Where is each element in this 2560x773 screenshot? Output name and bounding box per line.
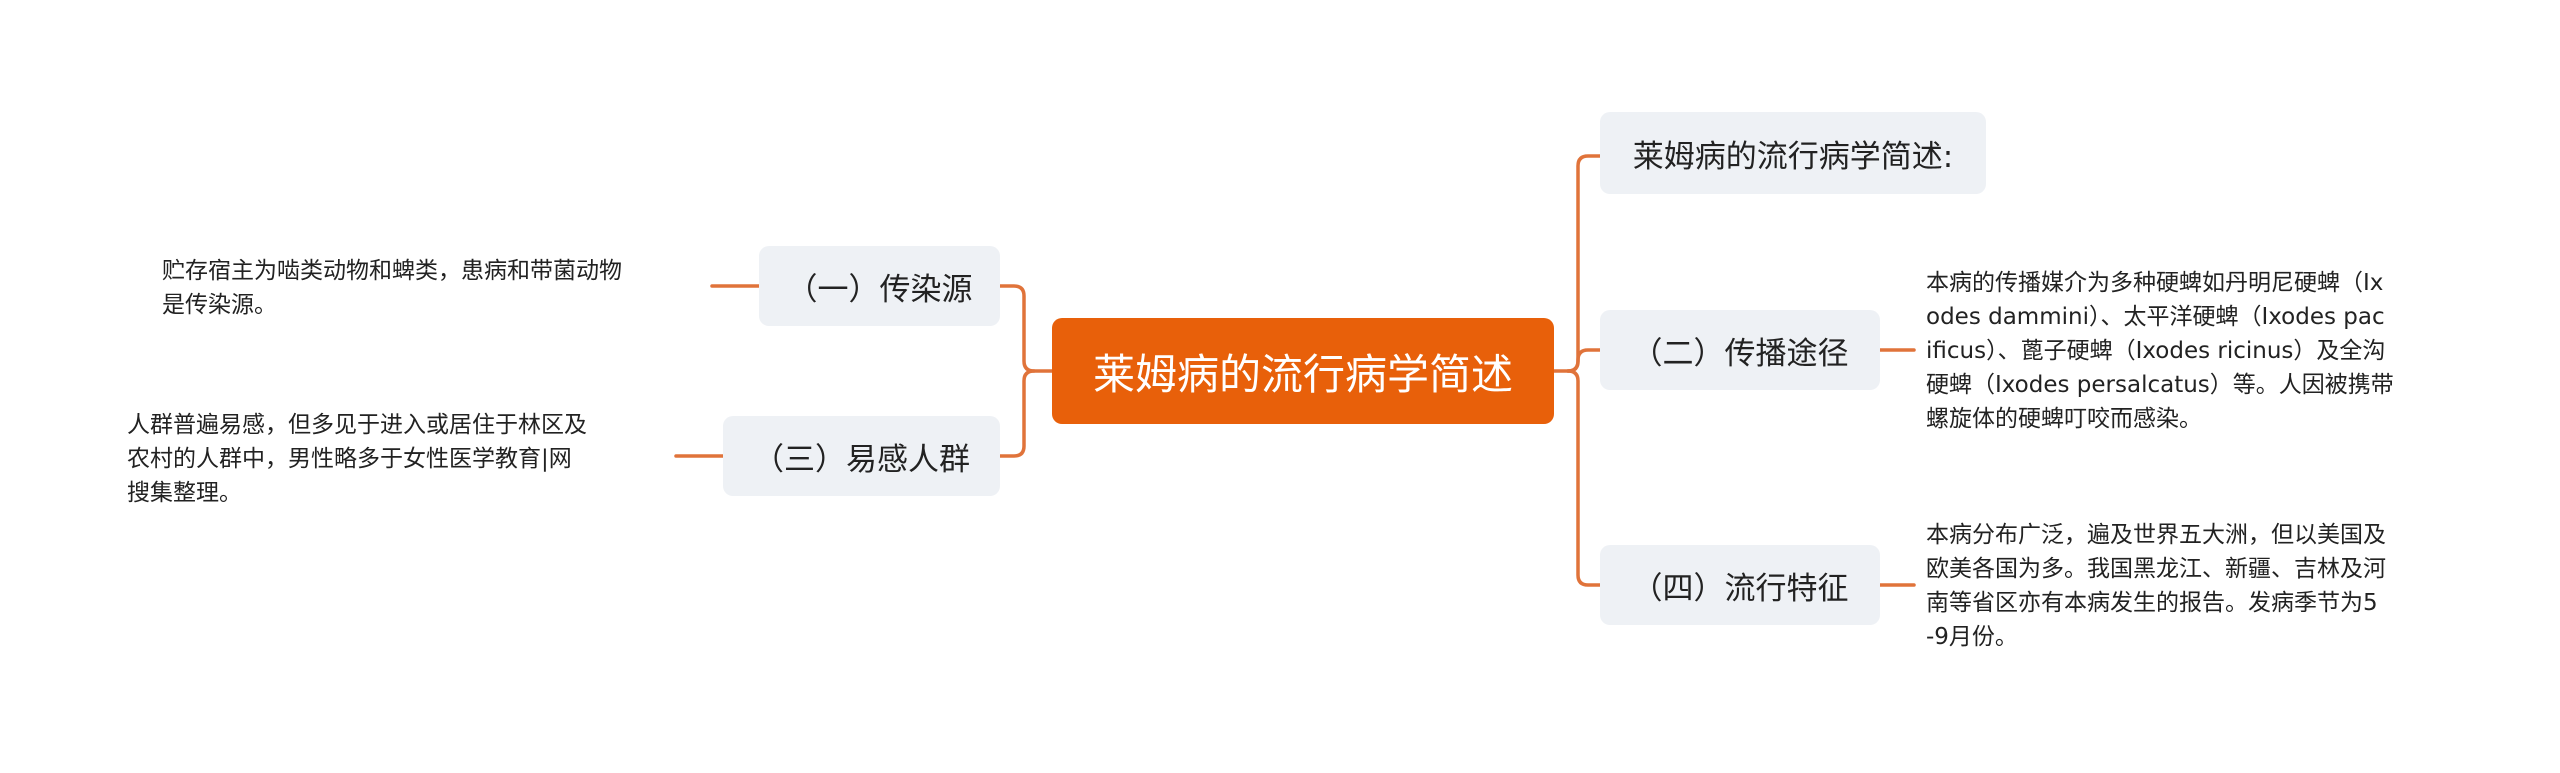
branch-summary[interactable]: 莱姆病的流行病学简述:: [1600, 112, 1986, 194]
leaf-source: 贮存宿主为啮类动物和蜱类，患病和带菌动物 是传染源。: [162, 258, 622, 318]
connector-root-source: [998, 284, 1054, 373]
branch-source[interactable]: （一）传染源: [759, 246, 1000, 326]
root-topic[interactable]: 莱姆病的流行病学简述: [1052, 318, 1554, 424]
leaf-susceptible: 人群普遍易感，但多见于进入或居住于林区及 农村的人群中，男性略多于女性医学教育|…: [127, 412, 587, 506]
branch-epidemic[interactable]: （四）流行特征: [1600, 545, 1880, 625]
branch-susceptible[interactable]: （三）易感人群: [723, 416, 1000, 496]
leaf-transmission: 本病的传播媒介为多种硬蜱如丹明尼硬蜱（Ix odes dammini）、太平洋硬…: [1926, 270, 2394, 432]
connector-root-susceptible: [998, 369, 1036, 458]
connector-root-transmission: [1566, 348, 1602, 373]
connector-root-summary: [1552, 154, 1602, 373]
branch-transmission[interactable]: （二）传播途径: [1600, 310, 1880, 390]
leaf-epidemic: 本病分布广泛，遍及世界五大洲，但以美国及 欧美各国为多。我国黑龙江、新疆、吉林及…: [1926, 522, 2386, 650]
connector-root-epidemic: [1566, 369, 1602, 587]
